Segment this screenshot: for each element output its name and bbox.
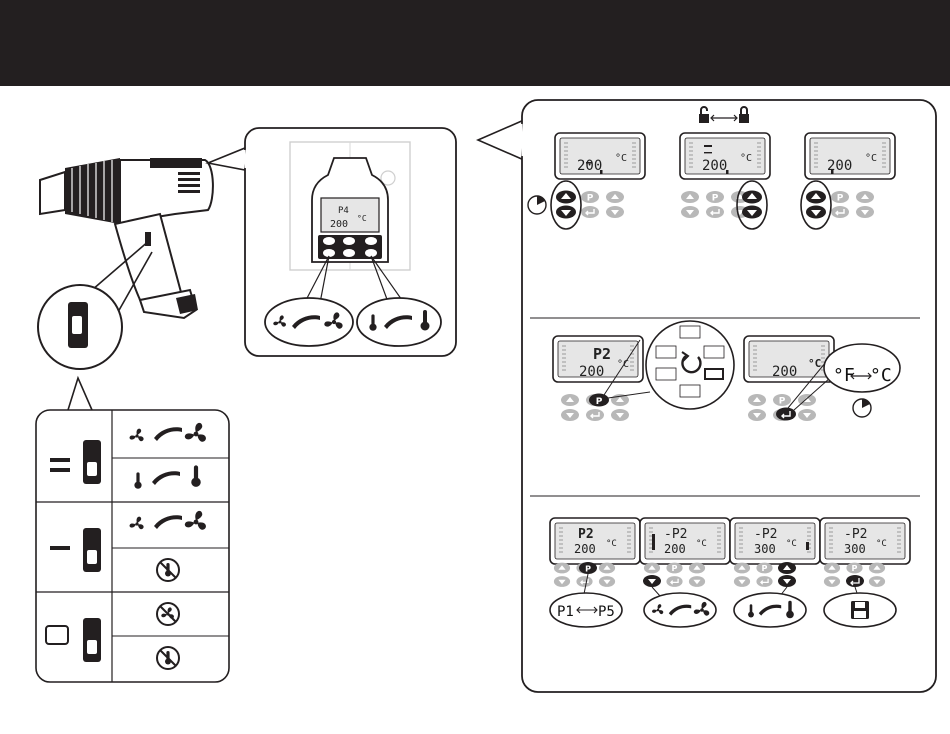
lcd-temperature: 200 <box>827 158 852 174</box>
p-button-highlighted[interactable]: P <box>579 562 597 574</box>
lcd-temperature: 200 <box>577 158 602 174</box>
lcd-unit: °C <box>606 539 617 549</box>
gun-lcd-temperature: 200 <box>330 219 348 230</box>
lcd-program: -P2 <box>844 527 867 542</box>
lcd-temperature: 200 <box>702 158 727 174</box>
gun-lcd-unit: °C <box>357 214 367 223</box>
lcd-unit: °C <box>786 539 797 549</box>
p-button-label: P <box>596 397 603 407</box>
cycle-menu-zoom <box>646 321 734 409</box>
lcd-program: P2 <box>578 527 594 542</box>
floppy-save-icon <box>851 601 869 619</box>
lcd-program: -P2 <box>754 527 777 542</box>
lcd-unit: °C <box>808 357 821 370</box>
no-heat-icon <box>157 559 179 581</box>
unit-from: °F <box>833 365 855 386</box>
no-heat-icon <box>157 647 179 669</box>
lcd-unit: °C <box>740 153 752 164</box>
lcd-program: P2 <box>593 345 611 363</box>
lcd-temperature: 200 <box>772 364 797 380</box>
lcd-unit: °C <box>617 359 629 370</box>
lcd-temperature: 200 <box>579 364 604 380</box>
lcd-unit: °C <box>615 153 627 164</box>
down-button-highlighted[interactable] <box>643 575 661 587</box>
p-button-label: P <box>585 565 591 574</box>
lcd-unit: °C <box>876 539 887 549</box>
lcd-temperature: 300 <box>844 542 866 556</box>
enter-button-highlighted[interactable] <box>776 408 796 421</box>
enter-button-highlighted[interactable] <box>846 575 864 587</box>
lcd-temperature: 300 <box>754 542 776 556</box>
heat-bubble <box>734 593 806 627</box>
program-to: P5 <box>598 604 615 620</box>
lcd-temperature: 200 <box>574 542 596 556</box>
lcd-unit: °C <box>865 153 877 164</box>
lcd-program: -P2 <box>664 527 687 542</box>
clock-icon <box>853 399 871 417</box>
unit-to: °C <box>870 365 892 386</box>
program-from: P1 <box>557 604 574 620</box>
lcd-unit: °C <box>696 539 707 549</box>
lcd-temperature: 200 <box>664 542 686 556</box>
clock-icon <box>528 196 546 214</box>
gun-lcd-program: P4 <box>338 206 349 216</box>
no-fan-icon <box>157 603 179 625</box>
